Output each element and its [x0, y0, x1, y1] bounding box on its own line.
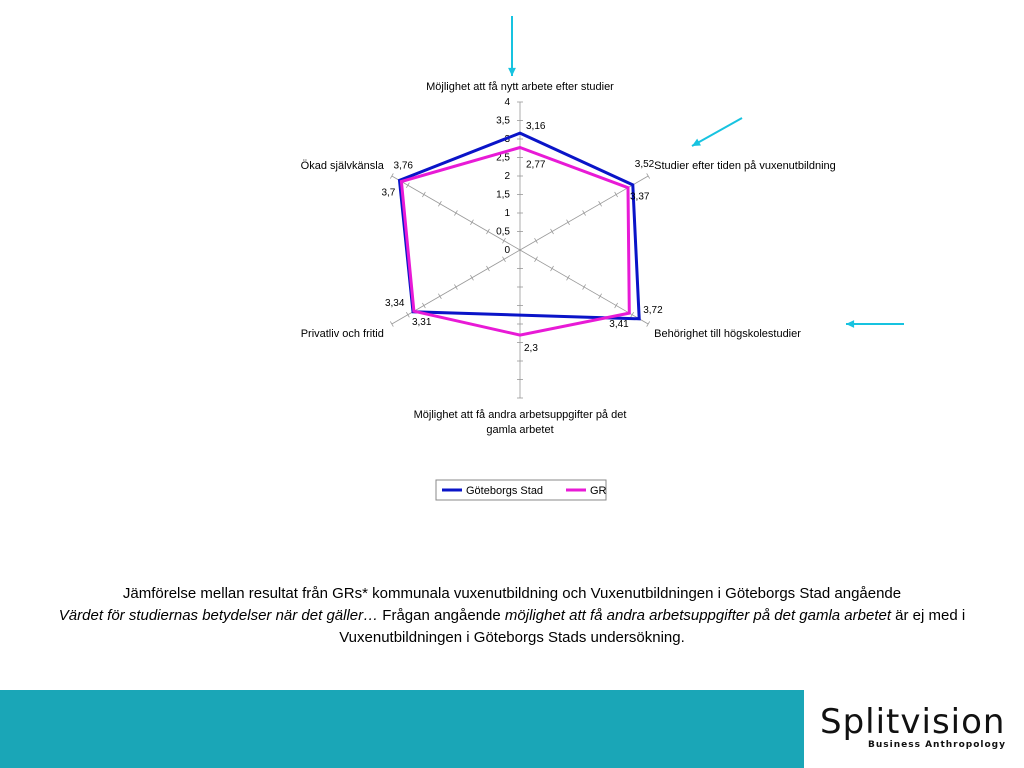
tick-label: 3,5	[496, 116, 510, 127]
spoke-tick	[389, 173, 394, 179]
spoke-tick	[406, 182, 410, 189]
axis-label: Möjlighet att få nytt arbete efter studi…	[426, 81, 614, 93]
spoke-tick	[614, 302, 618, 309]
logo-main-text: Splitvision	[820, 702, 1006, 742]
axis-label: Behörighet till högskolestudier	[654, 328, 801, 340]
data-label: 2,77	[526, 160, 546, 171]
spoke-tick	[598, 200, 602, 207]
spoke-tick	[422, 191, 426, 198]
caption: Jämförelse mellan resultat från GRs* kom…	[40, 583, 984, 649]
spoke-tick	[486, 228, 490, 235]
spoke-tick	[582, 210, 586, 216]
spoke-tick	[534, 237, 538, 244]
spoke-tick	[406, 311, 410, 318]
spoke-tick	[646, 173, 651, 179]
tick-label: 0	[504, 245, 510, 256]
tick-label: 4	[504, 97, 510, 108]
tick-label: 0,5	[496, 227, 510, 238]
data-label: 3,41	[609, 319, 629, 330]
legend-label: GR	[590, 485, 607, 497]
spoke-tick	[550, 228, 554, 235]
annotation-arrowhead	[692, 138, 701, 146]
data-label: 3,7	[381, 188, 395, 199]
spoke-tick	[566, 219, 570, 226]
legend-label: Göteborgs Stad	[466, 485, 543, 497]
spoke-tick	[470, 274, 474, 281]
spoke-tick	[502, 237, 506, 244]
data-label: 3,37	[630, 192, 650, 203]
spoke-tick	[486, 265, 490, 272]
spoke-tick	[534, 256, 538, 263]
data-label: 3,34	[385, 298, 405, 309]
caption-line1: Jämförelse mellan resultat från GRs* kom…	[122, 585, 902, 602]
axis-label: gamla arbetet	[486, 424, 553, 436]
annotation-arrowhead	[508, 67, 516, 76]
axis-label: Ökad självkänsla	[301, 160, 385, 172]
data-label: 3,72	[643, 305, 663, 316]
spoke-tick	[614, 191, 618, 198]
spoke-tick	[566, 274, 570, 281]
footer-bar: Splitvision Business Anthropology	[0, 690, 1024, 768]
spoke-tick	[470, 219, 474, 226]
caption-text2: Frågan angående	[378, 607, 505, 624]
tick-label: 2	[504, 171, 510, 182]
data-label: 3,31	[412, 317, 432, 328]
spoke-tick	[454, 210, 458, 216]
tick-label: 1,5	[496, 190, 510, 201]
spoke-tick	[389, 321, 394, 327]
annotation-arrowhead	[846, 320, 855, 328]
spoke-tick	[646, 321, 651, 327]
caption-text3: är ej med i Vuxenutbildningen i Göteborg…	[339, 607, 966, 646]
annotation-arrow	[691, 117, 743, 147]
spoke-tick	[630, 311, 634, 318]
spoke-tick	[422, 302, 426, 309]
legend-box	[435, 479, 607, 501]
spoke-tick	[438, 200, 442, 207]
data-label: 3,52	[635, 159, 655, 170]
spoke-tick	[502, 256, 506, 263]
series-line-gr	[399, 145, 631, 337]
axis-label: Privatliv och fritid	[301, 328, 384, 340]
axis-label: Möjlighet att få andra arbetsuppgifter p…	[414, 409, 627, 421]
caption-italic1: Värdet för studiernas betydelser när det…	[58, 607, 379, 624]
series-line-goteborgs-stad	[397, 131, 641, 321]
spoke-tick	[550, 265, 554, 272]
spoke-tick	[454, 284, 458, 290]
data-label: 2,3	[524, 343, 538, 354]
tick-label: 1	[504, 208, 510, 219]
data-label: 3,16	[526, 121, 546, 132]
caption-italic2: möjlighet att få andra arbetsuppgifter p…	[504, 607, 891, 624]
tick-label: 2,5	[496, 153, 510, 164]
logo: Splitvision Business Anthropology	[804, 690, 1024, 768]
data-label: 3,76	[394, 160, 414, 171]
spoke-tick	[598, 293, 602, 300]
logo-sub-text: Business Anthropology	[868, 740, 1006, 750]
spoke-tick	[582, 284, 586, 290]
axis-label: Studier efter tiden på vuxenutbildning	[654, 160, 836, 172]
spoke-tick	[438, 293, 442, 300]
